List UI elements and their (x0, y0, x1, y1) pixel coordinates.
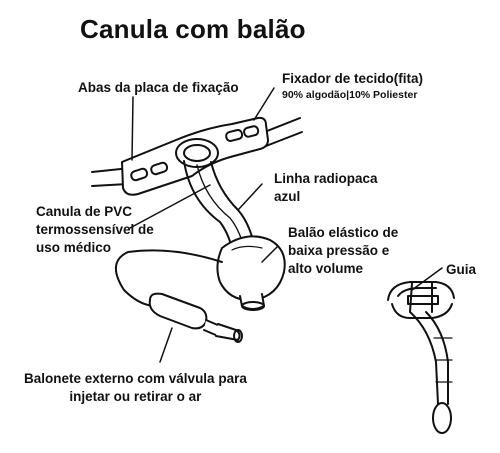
label-balloon-cuff-1: Balão elástico de (288, 225, 399, 240)
guide-obturator (387, 281, 455, 434)
label-fabric-tie-title: Fixador de tecido(fita) (282, 71, 424, 86)
balloon-cuff (216, 235, 286, 302)
label-fabric-tie: Fixador de tecido(fita) 90% algodão|10% … (282, 70, 423, 103)
label-radiopaque-line: Linha radiopaca azul (274, 170, 378, 206)
label-external-pilot-balloon-1: Balonete externo com válvula para (24, 371, 247, 386)
pilot-balloon-valve (148, 292, 243, 343)
label-pvc-cannula-3: uso médico (36, 240, 112, 255)
label-radiopaque-line-1: Linha radiopaca (274, 171, 378, 186)
cannula-neck (175, 138, 219, 168)
label-pvc-cannula-2: termossensível de (36, 222, 154, 237)
label-radiopaque-line-2: azul (274, 189, 301, 204)
label-balloon-cuff: Balão elástico de baixa pressão e alto v… (288, 224, 398, 278)
label-guide: Guia (446, 262, 477, 277)
label-external-pilot-balloon-2: injetar ou retirar o ar (69, 389, 202, 404)
label-external-pilot-balloon: Balonete externo com válvula para injeta… (24, 370, 247, 406)
leader-lines (129, 87, 443, 363)
label-fixation-plate-tabs: Abas da placa de fixação (78, 80, 239, 95)
inflation-line (115, 249, 223, 307)
label-fabric-tie-composition: 90% algodão|10% Poliester (282, 89, 418, 101)
diagram-title: Canula com balão (80, 14, 306, 44)
cannula-tip (239, 293, 265, 311)
label-balloon-cuff-2: baixa pressão e (288, 243, 390, 258)
label-pvc-cannula: Canula de PVC termossensível de uso médi… (36, 203, 154, 257)
label-balloon-cuff-3: alto volume (288, 261, 364, 276)
label-pvc-cannula-1: Canula de PVC (36, 204, 133, 219)
